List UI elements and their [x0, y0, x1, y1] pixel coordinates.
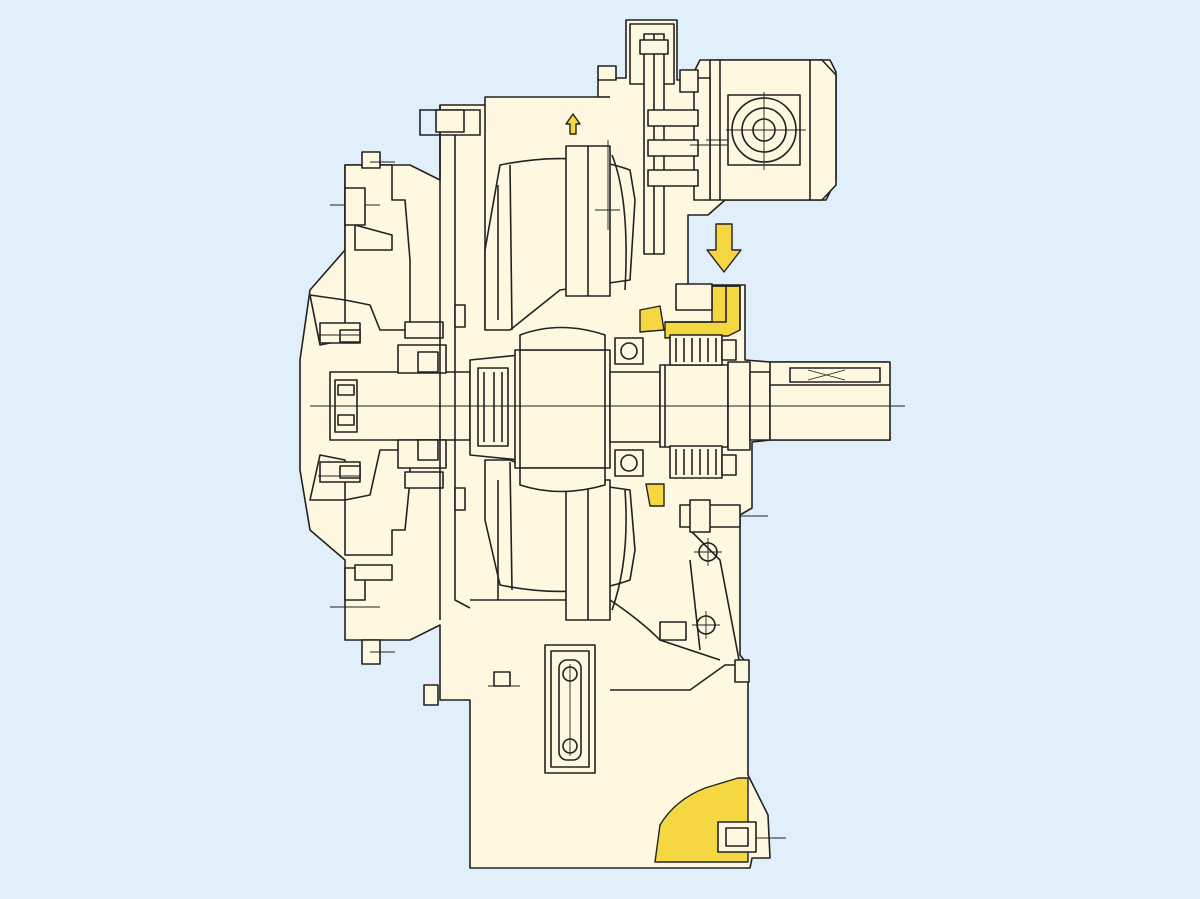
drain-plug [717, 821, 786, 853]
fasteners [423, 109, 520, 706]
planetary-gear-stage [484, 140, 636, 621]
large-down-arrow-icon [706, 223, 742, 273]
centerlines [310, 139, 905, 517]
mounting-bracket [659, 499, 750, 683]
small-up-arrow-icon [565, 113, 581, 135]
motor [693, 59, 837, 201]
oil-ring-upper [639, 305, 665, 333]
oil-feed-pipe [665, 283, 741, 330]
input-hub [319, 321, 471, 489]
output-bearings [614, 334, 737, 479]
vertical-drive-shaft [597, 23, 728, 255]
oil-sight-glass [544, 644, 596, 774]
flow-arrows [565, 113, 742, 273]
oil-ring-lower [645, 483, 665, 507]
